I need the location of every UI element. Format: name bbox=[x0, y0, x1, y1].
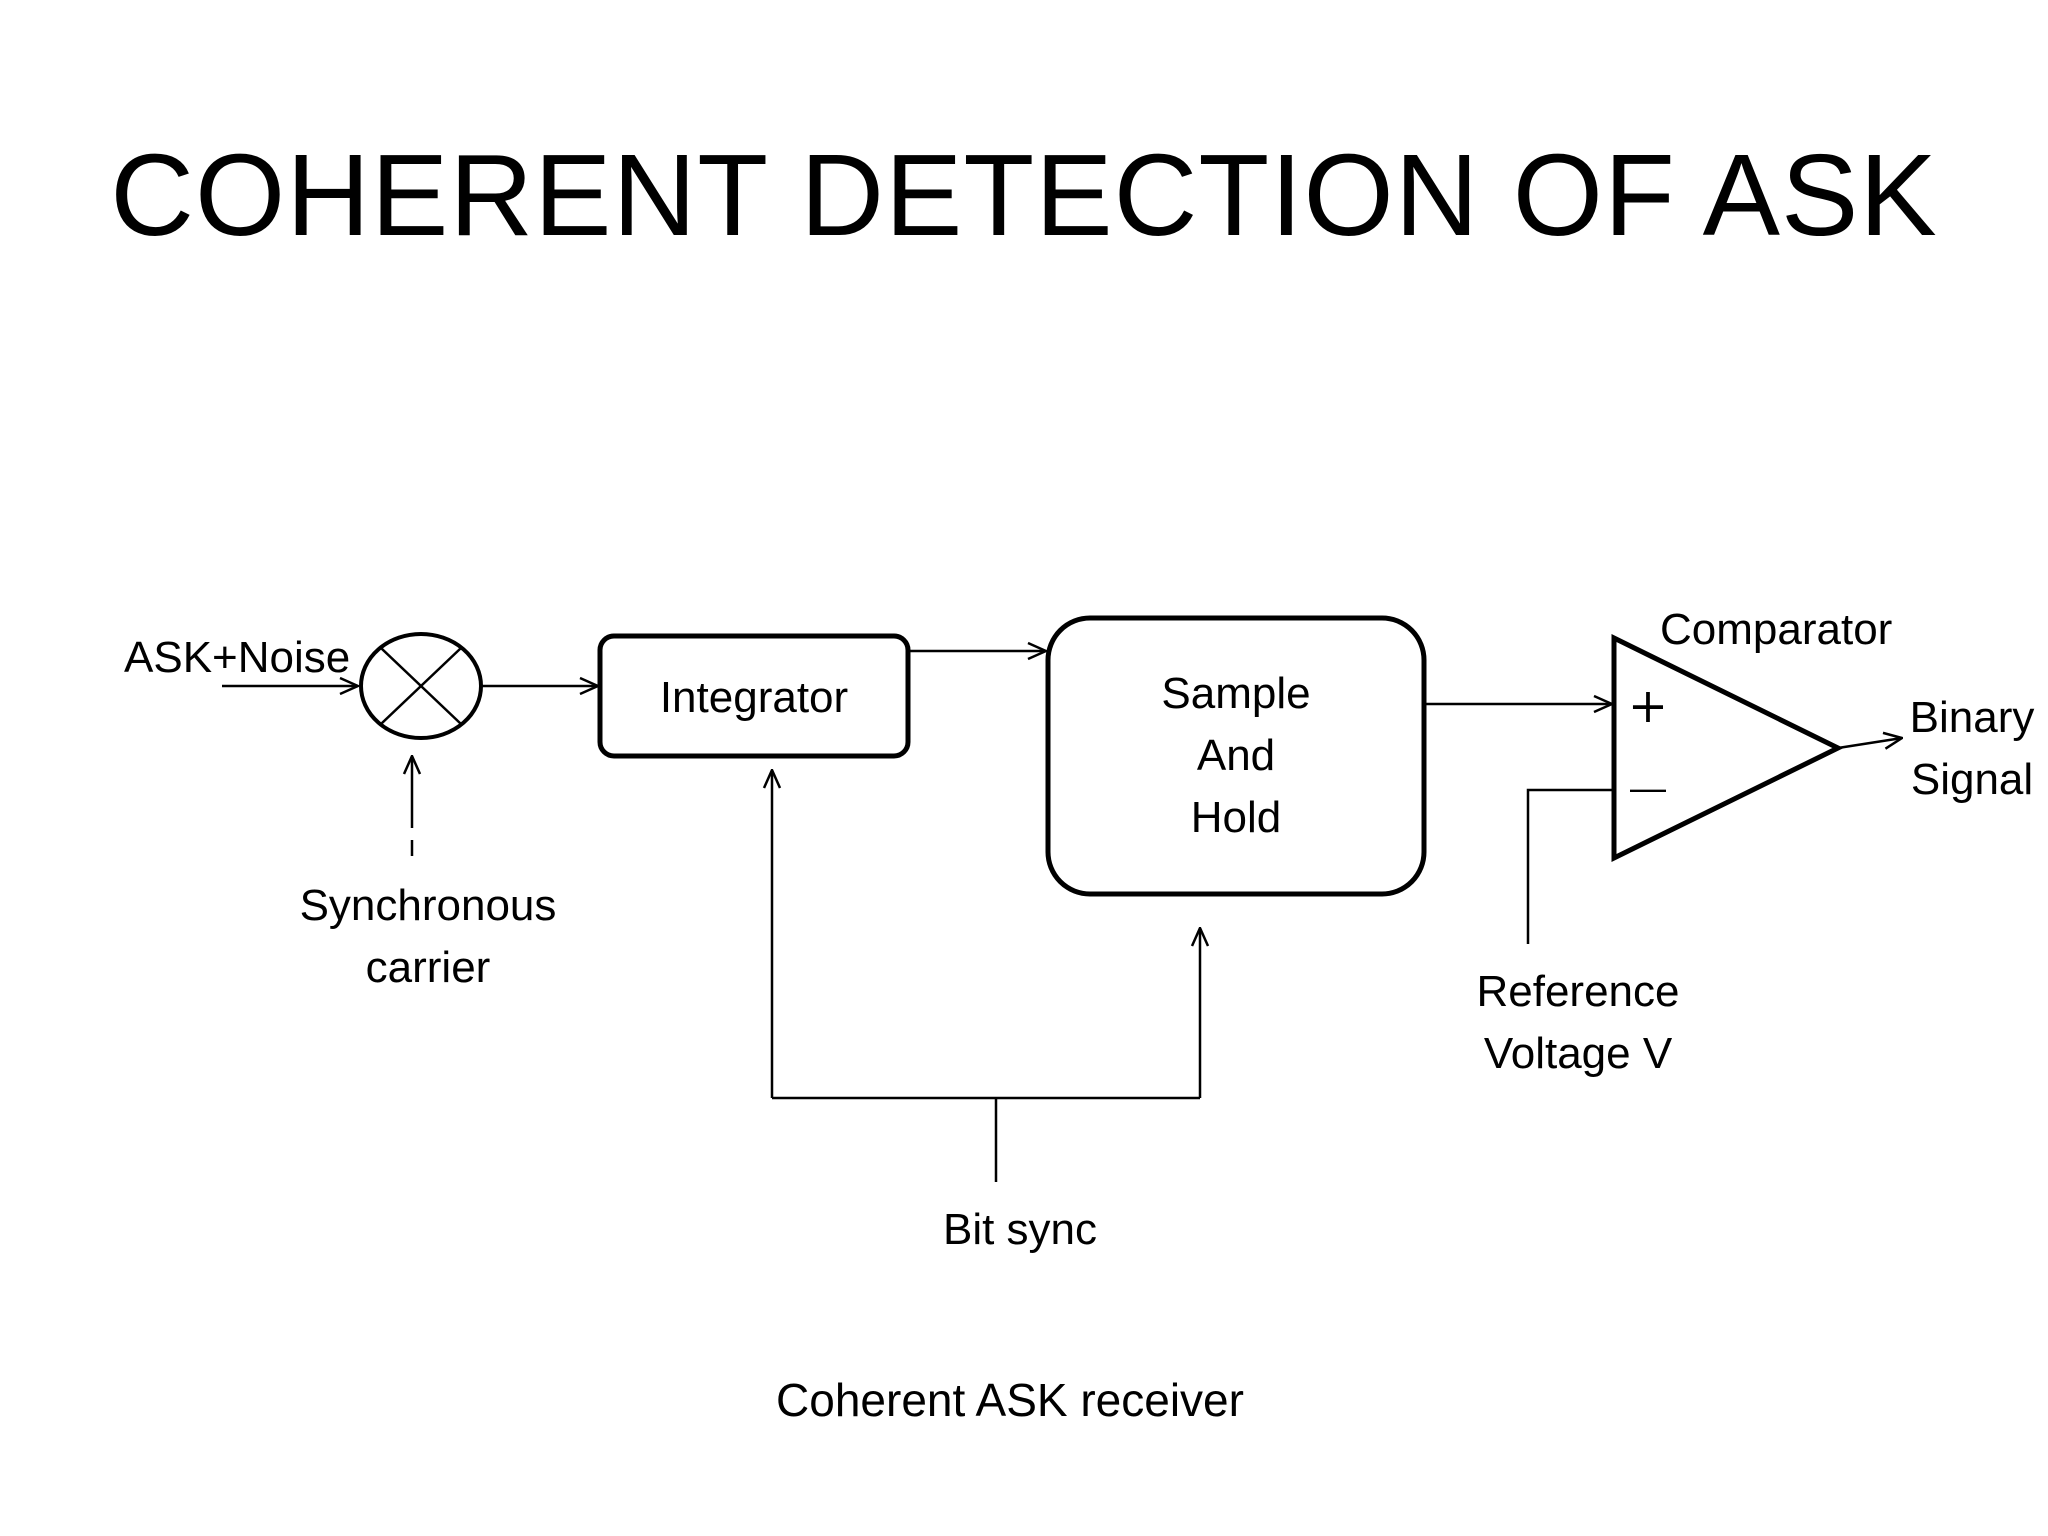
sample-hold-label-line3: Hold bbox=[1191, 793, 1282, 842]
figure-caption: Coherent ASK receiver bbox=[776, 1374, 1244, 1426]
comparator-block bbox=[1611, 633, 1844, 863]
comparator-plus: + bbox=[1628, 678, 1668, 734]
carrier-label-line1: Synchronous bbox=[300, 881, 557, 930]
input-label: ASK+Noise bbox=[124, 633, 350, 682]
carrier-label-line2: carrier bbox=[366, 943, 491, 992]
page-title: COHERENT DETECTION OF ASK bbox=[110, 130, 1938, 260]
integrator-block bbox=[597, 633, 911, 759]
multiplier-icon bbox=[359, 632, 483, 740]
sample-hold-block bbox=[1045, 615, 1427, 897]
comparator-label: Comparator bbox=[1660, 605, 1892, 654]
comparator-minus: — bbox=[1630, 767, 1666, 808]
reference-line bbox=[1526, 788, 1614, 944]
reference-label-line2: Voltage V bbox=[1484, 1029, 1673, 1078]
integrator-label: Integrator bbox=[660, 673, 848, 722]
output-label-line1: Binary bbox=[1910, 693, 2035, 742]
bit-sync-label: Bit sync bbox=[943, 1205, 1097, 1254]
output-arrow bbox=[1837, 738, 1902, 748]
sample-hold-label-line2: And bbox=[1197, 731, 1275, 780]
output-label-line2: Signal bbox=[1911, 755, 2033, 804]
reference-label-line1: Reference bbox=[1476, 967, 1679, 1016]
sample-hold-label-line1: Sample bbox=[1161, 669, 1310, 718]
